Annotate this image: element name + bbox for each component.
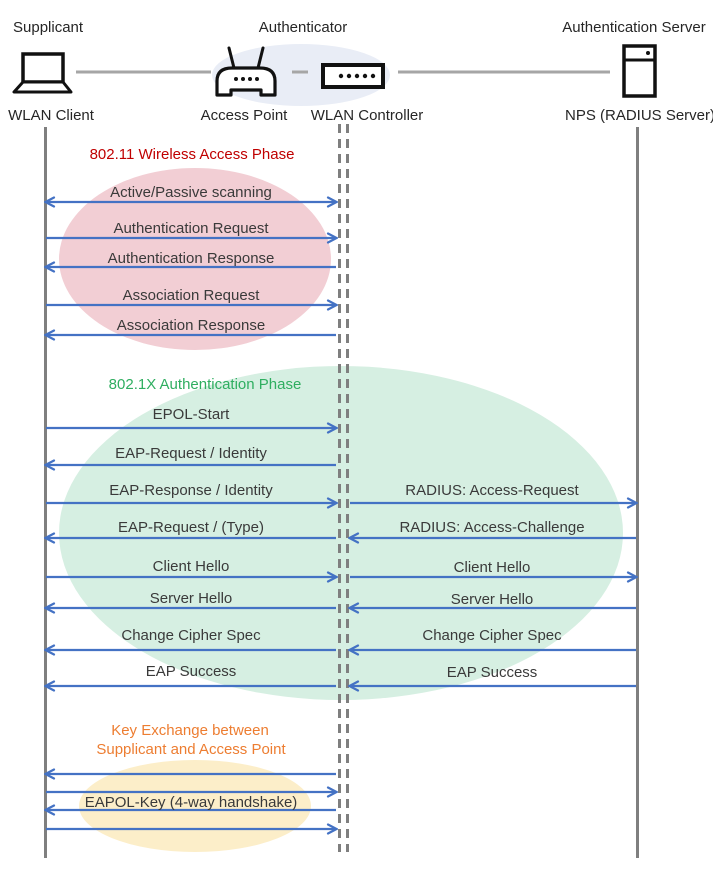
msg-eapol-key: EAPOL-Key (4-way handshake) bbox=[84, 794, 298, 811]
lifelines bbox=[44, 124, 639, 858]
msg-epol-start: EPOL-Start bbox=[152, 406, 230, 423]
radius-arrows bbox=[350, 503, 636, 686]
msg-eap-response-identity: EAP-Response / Identity bbox=[109, 482, 273, 499]
msg-client-hello-wlan: Client Hello bbox=[152, 558, 230, 575]
role-authenticator: Authenticator bbox=[258, 19, 348, 36]
access-point-icon bbox=[215, 46, 277, 97]
device-access-point: Access Point bbox=[200, 107, 288, 124]
device-wlan-client: WLAN Client bbox=[8, 107, 94, 124]
role-authentication-server: Authentication Server bbox=[562, 19, 706, 36]
msg-eap-success-radius: EAP Success bbox=[446, 664, 538, 681]
msg-association-request: Association Request bbox=[122, 287, 260, 304]
msg-radius-access-request: RADIUS: Access-Request bbox=[405, 482, 579, 499]
msg-association-response: Association Response bbox=[116, 317, 266, 334]
device-wlan-controller: WLAN Controller bbox=[310, 107, 424, 124]
msg-eap-request-identity: EAP-Request / Identity bbox=[115, 445, 267, 462]
msg-authentication-request: Authentication Request bbox=[113, 220, 269, 237]
msg-change-cipher-spec-radius: Change Cipher Spec bbox=[422, 627, 562, 644]
wlan-controller-icon bbox=[321, 63, 385, 89]
msg-eap-success-wlan: EAP Success bbox=[145, 663, 237, 680]
msg-active-passive-scanning: Active/Passive scanning bbox=[110, 184, 272, 201]
phase-title-key-exchange-1: Key Exchange between bbox=[111, 722, 269, 739]
laptop-icon bbox=[12, 52, 73, 94]
msg-change-cipher-spec-wlan: Change Cipher Spec bbox=[121, 627, 261, 644]
msg-authentication-response: Authentication Response bbox=[107, 250, 275, 267]
phase-title-8021x: 802.1X Authentication Phase bbox=[108, 376, 302, 393]
device-nps: NPS (RADIUS Server) bbox=[564, 107, 713, 124]
phase-title-80211: 802.11 Wireless Access Phase bbox=[89, 146, 295, 163]
msg-client-hello-radius: Client Hello bbox=[453, 559, 531, 576]
msg-server-hello-radius: Server Hello bbox=[450, 591, 534, 608]
server-icon bbox=[622, 44, 657, 98]
wlan-arrows bbox=[46, 202, 336, 829]
phase-title-key-exchange-2: Supplicant and Access Point bbox=[96, 741, 286, 758]
msg-eap-request-type: EAP-Request / (Type) bbox=[118, 519, 264, 536]
role-supplicant: Supplicant bbox=[13, 19, 84, 36]
msg-radius-access-challenge: RADIUS: Access-Challenge bbox=[399, 519, 585, 536]
msg-server-hello-wlan: Server Hello bbox=[149, 590, 233, 607]
